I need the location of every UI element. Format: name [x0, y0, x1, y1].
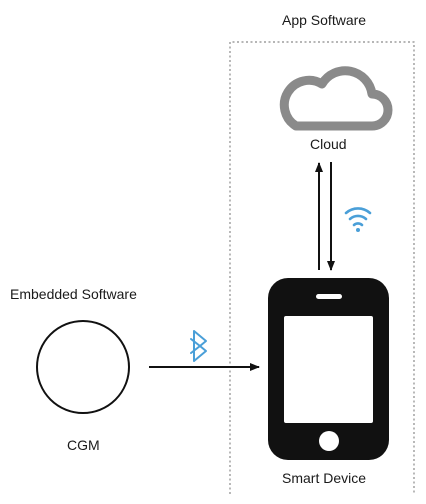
cloud-label: Cloud	[310, 136, 347, 152]
cgm-label: CGM	[67, 437, 100, 453]
app-software-boundary	[229, 41, 415, 494]
cloud-icon	[279, 66, 393, 131]
bluetooth-icon	[190, 330, 207, 362]
embedded-software-label: Embedded Software	[10, 286, 137, 302]
smartphone-icon	[268, 278, 389, 460]
smart-device-label: Smart Device	[282, 470, 367, 486]
cgm-circle	[36, 320, 130, 414]
wifi-icon	[344, 207, 372, 232]
app-software-label: App Software	[282, 12, 367, 28]
